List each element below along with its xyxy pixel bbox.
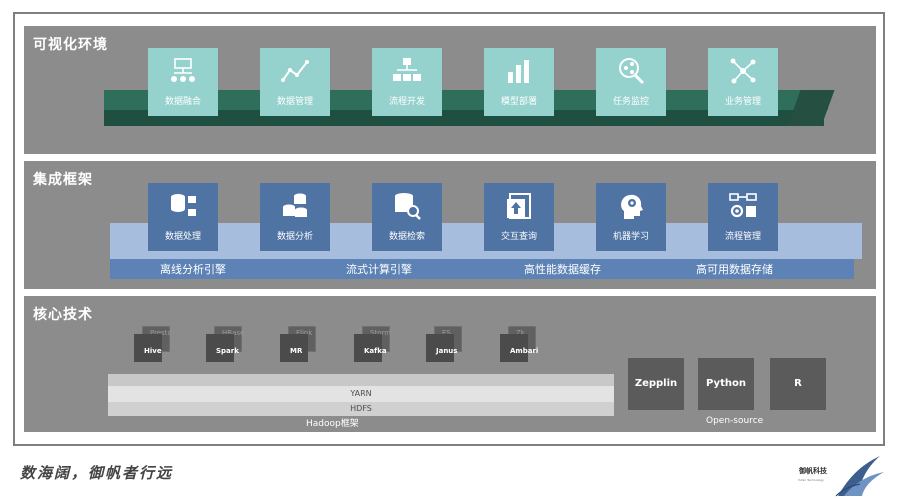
sail-logo-icon bbox=[835, 456, 884, 497]
tile-label: 交互查询 bbox=[500, 232, 537, 242]
data-fusion-icon bbox=[171, 58, 195, 82]
tech-front-label: MR bbox=[290, 347, 303, 355]
tech-stack-spark: HBase Spark bbox=[206, 326, 245, 362]
core-title: 核心技术 bbox=[33, 307, 93, 323]
bar-chart-icon bbox=[508, 60, 529, 83]
network-icon bbox=[730, 58, 756, 84]
tech-back-label: Presto bbox=[150, 329, 172, 337]
integration-panel: 集成框架 数据处理 数据分析 数据检索 bbox=[24, 161, 876, 289]
engine-data-storage: 高可用数据存储 bbox=[696, 263, 773, 276]
logo-name: 御帆科技 bbox=[799, 467, 827, 475]
database-search-icon bbox=[395, 193, 421, 220]
integration-title: 集成框架 bbox=[33, 172, 93, 188]
database-transfer-icon bbox=[171, 194, 196, 216]
head-gear-icon bbox=[621, 194, 643, 219]
document-upload-icon bbox=[507, 193, 531, 219]
core-panel: 核心技术 YARN HDFS Hadoop框架 Presto Hive HBas… bbox=[24, 296, 876, 432]
tile-label: 机器学习 bbox=[612, 232, 649, 242]
opensource-caption: Open-source bbox=[706, 416, 764, 426]
magnifier-share-icon bbox=[619, 58, 645, 85]
tech-front-label: Hive bbox=[144, 347, 162, 355]
tech-stack-ambari: Zk Ambari bbox=[500, 326, 539, 362]
tile-model-deploy: 模型部署 bbox=[484, 48, 554, 116]
tile-label: 流程开发 bbox=[388, 97, 425, 107]
tech-front-label: Janus bbox=[436, 347, 458, 355]
tech-stack-hive: Presto Hive bbox=[134, 326, 172, 362]
logo-subtitle: Yufan Technology bbox=[798, 478, 824, 482]
tile-business-management: 业务管理 bbox=[708, 48, 778, 116]
tile-label: 数据处理 bbox=[164, 232, 201, 242]
tech-back-label: Flink bbox=[296, 329, 313, 337]
tile-interactive-query: 交互查询 bbox=[484, 183, 554, 251]
tile-label: 数据检索 bbox=[388, 232, 425, 242]
tech-stack-kafka: Storm Kafka bbox=[354, 326, 392, 362]
tile-data-management: 数据管理 bbox=[260, 48, 330, 116]
opensource-r: R bbox=[770, 358, 826, 410]
tile-data-processing: 数据处理 bbox=[148, 183, 218, 251]
tech-back-label: HBase bbox=[222, 329, 245, 337]
opensource-python: Python bbox=[698, 358, 754, 410]
tile-label: 任务监控 bbox=[612, 97, 649, 107]
visualization-panel: 可视化环境 数据融合 数据管理 bbox=[24, 26, 876, 154]
tile-label: 模型部署 bbox=[500, 97, 537, 107]
engine-strip bbox=[110, 259, 854, 279]
tile-label: 流程管理 bbox=[724, 232, 761, 242]
tech-front-tile bbox=[354, 334, 382, 362]
tile-label: 数据管理 bbox=[276, 97, 313, 107]
tech-back-label: ES bbox=[442, 329, 451, 337]
opensource-zepplin: Zepplin bbox=[628, 358, 684, 410]
visualization-title: 可视化环境 bbox=[33, 37, 108, 53]
tech-front-tile bbox=[134, 334, 162, 362]
slogan: 数海阔，御帆者行远 bbox=[20, 464, 174, 482]
tile-machine-learning: 机器学习 bbox=[596, 183, 666, 251]
tile-data-analysis: 数据分析 bbox=[260, 183, 330, 251]
hdfs-layer: HDFS bbox=[108, 402, 614, 416]
tech-front-label: Spark bbox=[216, 347, 239, 355]
tech-front-tile bbox=[280, 334, 308, 362]
line-chart-icon bbox=[281, 60, 309, 82]
tile-label: 数据融合 bbox=[164, 97, 201, 107]
tech-front-tile bbox=[426, 334, 454, 362]
org-chart-icon bbox=[393, 58, 421, 81]
hadoop-caption: Hadoop框架 bbox=[306, 419, 359, 429]
tech-front-tile bbox=[500, 334, 528, 362]
engine-stream-computing: 流式计算引擎 bbox=[346, 263, 412, 276]
tile-task-monitor: 任务监控 bbox=[596, 48, 666, 116]
tech-stack-mr: Flink MR bbox=[280, 326, 316, 362]
database-stack-icon bbox=[283, 193, 307, 217]
tile-data-fusion: 数据融合 bbox=[148, 48, 218, 116]
tile-process-dev: 流程开发 bbox=[372, 48, 442, 116]
engine-offline-analysis: 离线分析引擎 bbox=[160, 263, 226, 276]
yarn-layer: YARN bbox=[108, 386, 614, 402]
tile-process-management: 流程管理 bbox=[708, 183, 778, 251]
tile-label: 业务管理 bbox=[724, 97, 761, 107]
architecture-diagram: 可视化环境 数据融合 数据管理 bbox=[13, 12, 885, 446]
tech-back-label: Zk bbox=[516, 329, 525, 337]
engine-data-cache: 高性能数据缓存 bbox=[524, 263, 601, 276]
workflow-icon bbox=[729, 193, 757, 218]
tech-front-label: Ambari bbox=[510, 347, 539, 355]
tile-data-retrieval: 数据检索 bbox=[372, 183, 442, 251]
tile-label: 数据分析 bbox=[276, 232, 313, 242]
hadoop-platform bbox=[108, 374, 614, 386]
tech-front-tile bbox=[206, 334, 234, 362]
tech-stack-janus: ES Janus bbox=[426, 326, 462, 362]
tech-back-label: Storm bbox=[370, 329, 392, 337]
tech-front-label: Kafka bbox=[364, 347, 387, 355]
